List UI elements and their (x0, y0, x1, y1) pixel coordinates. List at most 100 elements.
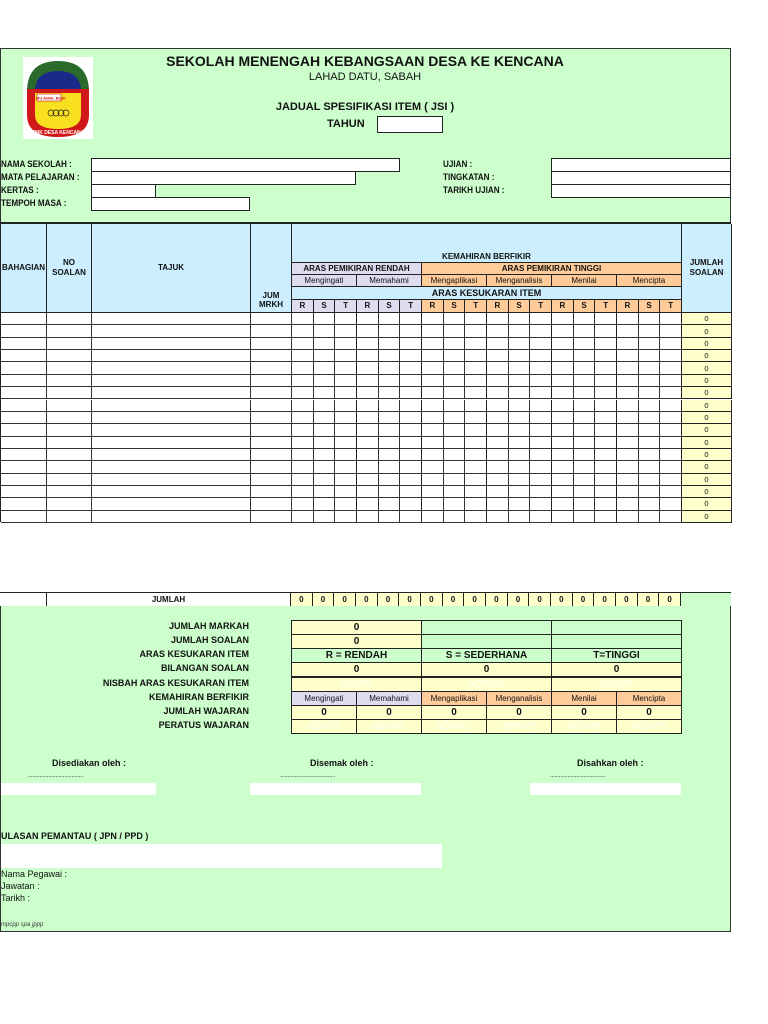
rst-cell[interactable] (313, 461, 336, 474)
rst-cell[interactable] (313, 399, 336, 412)
rst-cell[interactable] (400, 498, 422, 511)
rst-cell[interactable] (422, 461, 444, 474)
tingkatan-input[interactable] (551, 171, 731, 185)
rst-cell[interactable] (422, 387, 444, 400)
rst-cell[interactable] (465, 362, 487, 375)
rst-cell[interactable] (638, 399, 661, 412)
rst-cell[interactable] (313, 510, 336, 523)
rst-cell[interactable] (660, 510, 682, 523)
rst-cell[interactable] (487, 510, 509, 523)
table-cell[interactable] (47, 325, 92, 338)
rst-cell[interactable] (595, 325, 617, 338)
rst-cell[interactable] (335, 510, 357, 523)
rst-cell[interactable] (595, 424, 617, 437)
table-cell[interactable] (251, 448, 292, 462)
rst-cell[interactable] (573, 498, 596, 511)
table-cell[interactable] (1, 448, 47, 462)
table-cell[interactable] (1, 461, 47, 474)
table-cell[interactable] (1, 411, 47, 425)
rst-cell[interactable] (313, 337, 336, 351)
rst-cell[interactable] (595, 473, 617, 486)
rst-cell[interactable] (335, 498, 357, 511)
rst-cell[interactable] (660, 350, 682, 363)
table-cell[interactable] (1, 313, 47, 326)
rst-cell[interactable] (552, 473, 574, 486)
table-cell[interactable] (92, 350, 251, 363)
rst-cell[interactable] (617, 473, 639, 486)
rst-cell[interactable] (335, 350, 357, 363)
rst-cell[interactable] (378, 387, 401, 400)
rst-cell[interactable] (400, 387, 422, 400)
rst-cell[interactable] (335, 424, 357, 437)
rst-cell[interactable] (443, 510, 466, 523)
rst-cell[interactable] (530, 473, 552, 486)
rst-cell[interactable] (443, 473, 466, 486)
rst-cell[interactable] (335, 448, 357, 462)
rst-cell[interactable] (292, 313, 314, 326)
rst-cell[interactable] (595, 461, 617, 474)
rst-cell[interactable] (357, 411, 379, 425)
rst-cell[interactable] (638, 350, 661, 363)
rst-cell[interactable] (595, 436, 617, 449)
kertas-input[interactable] (91, 184, 156, 198)
disediakan-name-input[interactable] (1, 783, 156, 795)
rst-cell[interactable] (422, 350, 444, 363)
rst-cell[interactable] (378, 374, 401, 388)
rst-cell[interactable] (617, 362, 639, 375)
rst-cell[interactable] (508, 461, 531, 474)
table-cell[interactable] (47, 510, 92, 523)
rst-cell[interactable] (573, 448, 596, 462)
rst-cell[interactable] (508, 411, 531, 425)
table-cell[interactable] (47, 374, 92, 388)
rst-cell[interactable] (660, 411, 682, 425)
rst-cell[interactable] (465, 411, 487, 425)
rst-cell[interactable] (595, 313, 617, 326)
rst-cell[interactable] (292, 485, 314, 499)
rst-cell[interactable] (638, 313, 661, 326)
table-cell[interactable] (92, 498, 251, 511)
rst-cell[interactable] (660, 313, 682, 326)
rst-cell[interactable] (378, 436, 401, 449)
rst-cell[interactable] (357, 510, 379, 523)
rst-cell[interactable] (552, 362, 574, 375)
rst-cell[interactable] (660, 387, 682, 400)
rst-cell[interactable] (400, 399, 422, 412)
rst-cell[interactable] (400, 362, 422, 375)
rst-cell[interactable] (292, 473, 314, 486)
rst-cell[interactable] (422, 313, 444, 326)
rst-cell[interactable] (530, 362, 552, 375)
rst-cell[interactable] (638, 510, 661, 523)
rst-cell[interactable] (530, 411, 552, 425)
rst-cell[interactable] (292, 374, 314, 388)
rst-cell[interactable] (465, 387, 487, 400)
rst-cell[interactable] (292, 436, 314, 449)
rst-cell[interactable] (292, 350, 314, 363)
rst-cell[interactable] (378, 485, 401, 499)
rst-cell[interactable] (357, 448, 379, 462)
rst-cell[interactable] (422, 473, 444, 486)
rst-cell[interactable] (422, 374, 444, 388)
rst-cell[interactable] (357, 473, 379, 486)
rst-cell[interactable] (552, 436, 574, 449)
rst-cell[interactable] (443, 448, 466, 462)
rst-cell[interactable] (400, 411, 422, 425)
rst-cell[interactable] (443, 362, 466, 375)
mata-pelajaran-input[interactable] (91, 171, 356, 185)
rst-cell[interactable] (313, 374, 336, 388)
rst-cell[interactable] (638, 337, 661, 351)
rst-cell[interactable] (552, 498, 574, 511)
rst-cell[interactable] (487, 448, 509, 462)
rst-cell[interactable] (638, 473, 661, 486)
rst-cell[interactable] (487, 411, 509, 425)
rst-cell[interactable] (357, 498, 379, 511)
rst-cell[interactable] (638, 411, 661, 425)
rst-cell[interactable] (552, 350, 574, 363)
table-cell[interactable] (1, 498, 47, 511)
rst-cell[interactable] (595, 387, 617, 400)
rst-cell[interactable] (335, 313, 357, 326)
rst-cell[interactable] (357, 374, 379, 388)
rst-cell[interactable] (595, 374, 617, 388)
rst-cell[interactable] (378, 313, 401, 326)
table-cell[interactable] (47, 461, 92, 474)
rst-cell[interactable] (552, 374, 574, 388)
